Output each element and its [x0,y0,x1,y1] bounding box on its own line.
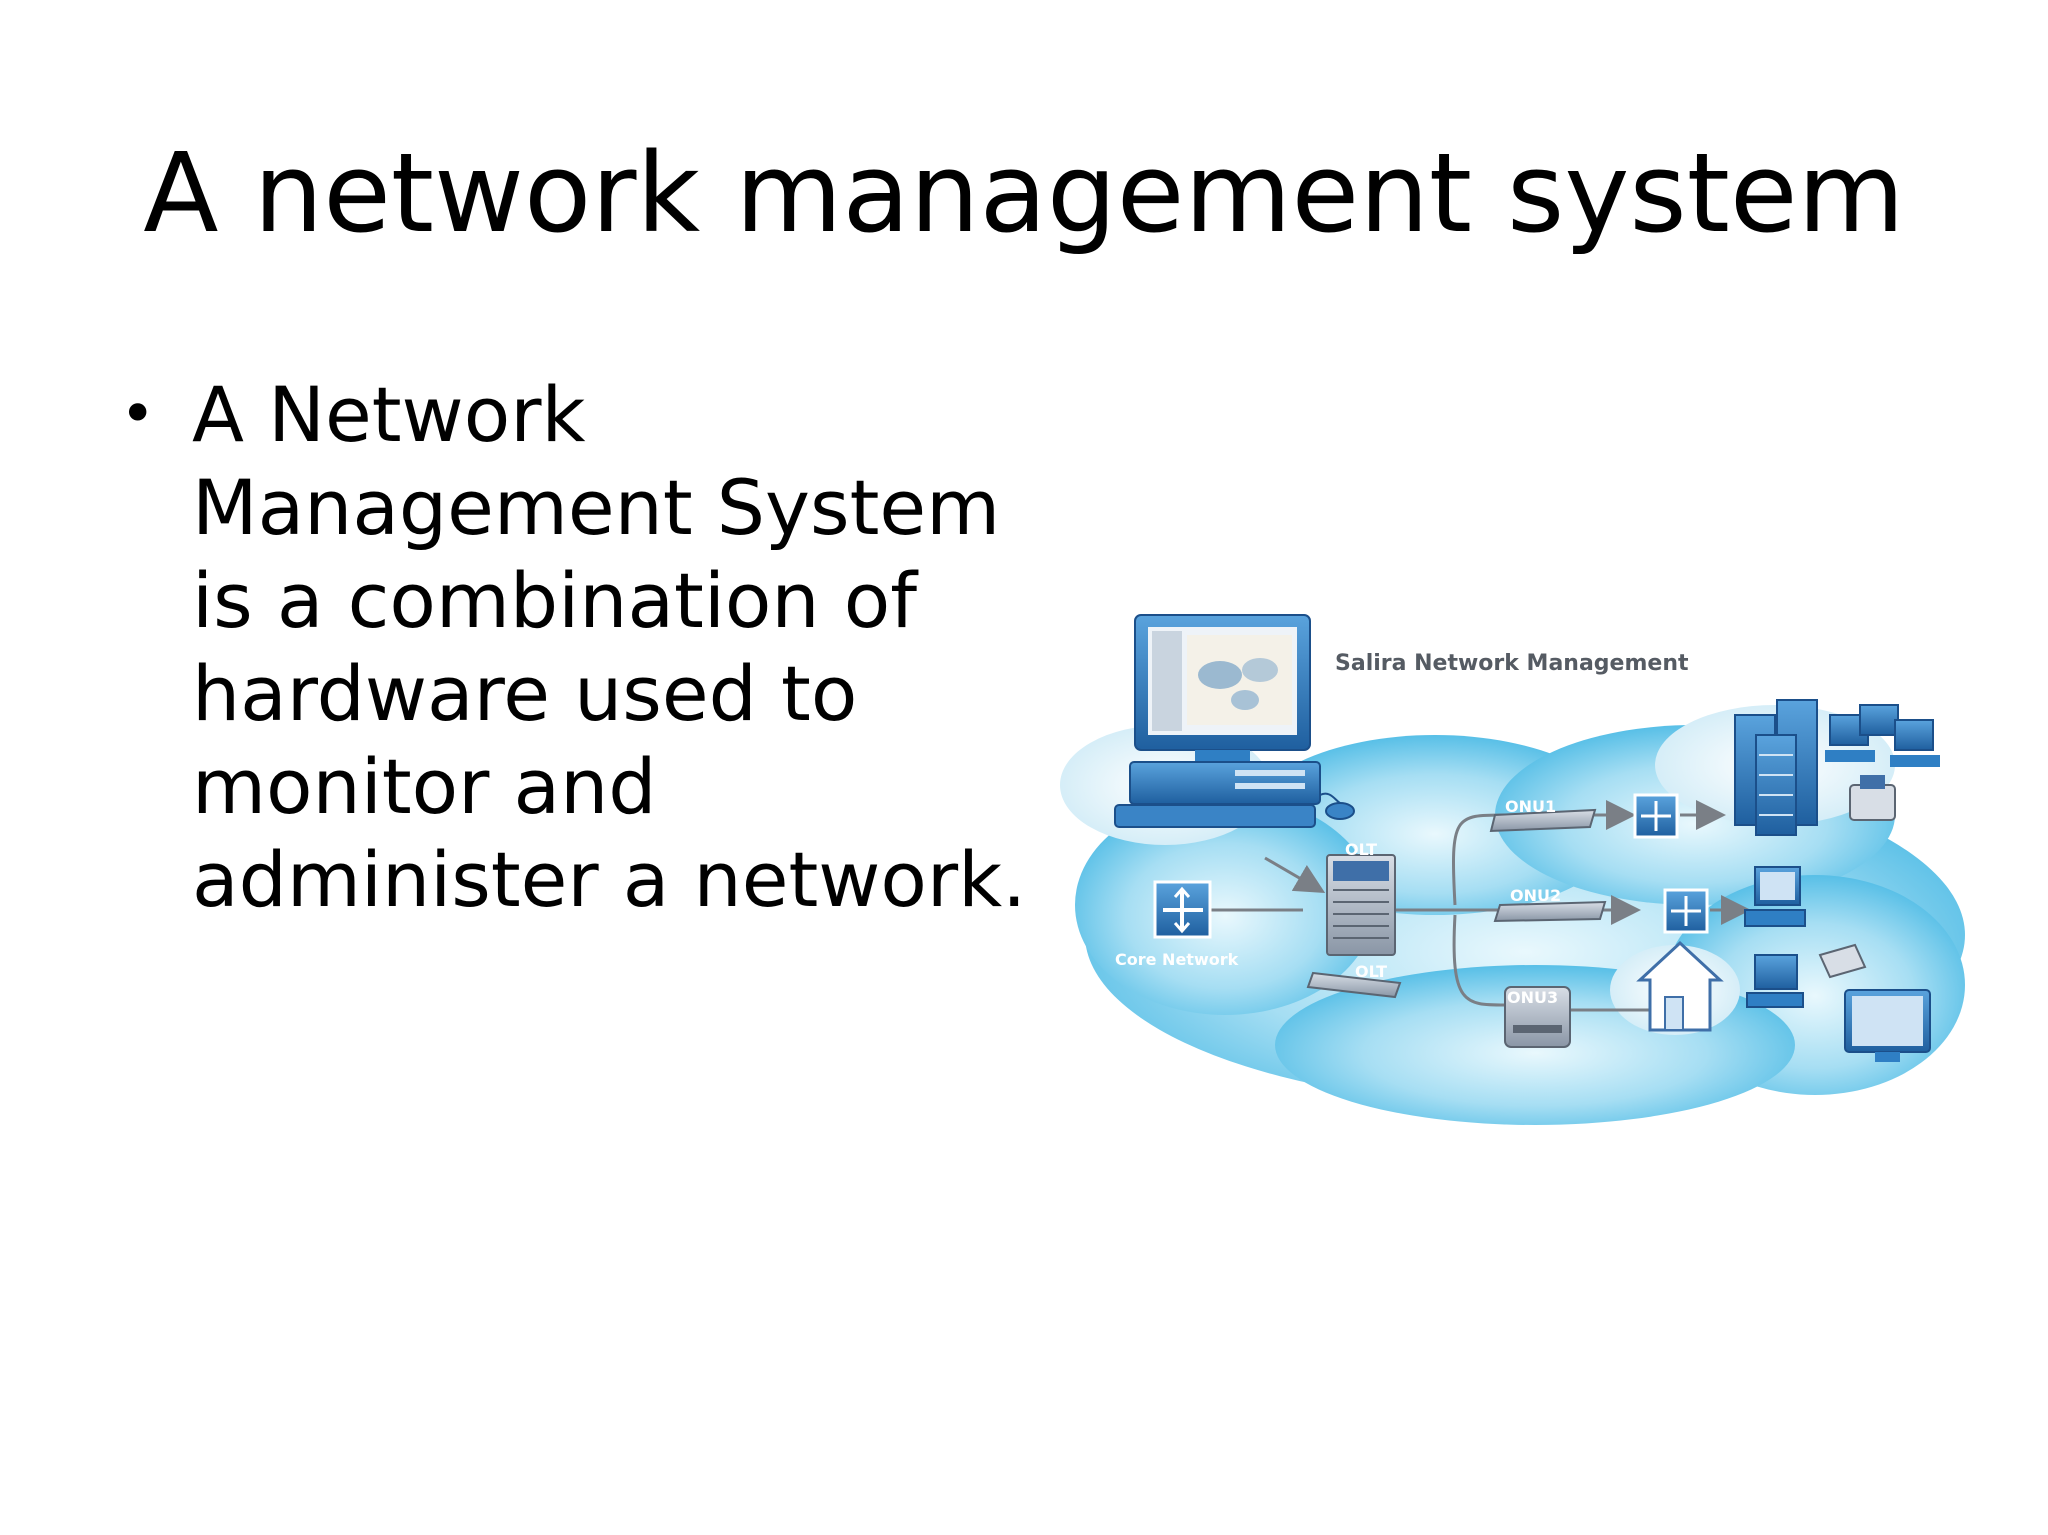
page-title: A network management system [143,129,1905,257]
onu2-label: ONU2 [1510,886,1561,905]
olt-bottom-label: OLT [1355,962,1387,981]
desktop-group-icon [1825,704,1940,821]
onu3-device-icon [1504,986,1571,1048]
home-icon [1636,940,1724,1032]
core-switch-icon [1153,880,1212,939]
network-diagram: Salira Network Management [1055,605,1975,1135]
diagram-heading: Salira Network Management [1335,651,1689,676]
olt-rack-icon [1326,854,1396,956]
core-network-label: Core Network [1115,950,1239,969]
olt-top-label: OLT [1345,840,1377,859]
bullet-line: administer a network. [192,835,1027,924]
home-devices-icon [1746,943,1931,1062]
bullet-line: A Network [192,370,586,459]
onu2-device-icon [1493,900,1607,923]
bullet-line: is a combination of [192,556,918,645]
onu3-label: ONU3 [1507,988,1558,1007]
access-switch-2-icon [1663,888,1709,934]
desktop-computer-icon [1744,866,1806,927]
server-stack-icon [1734,699,1818,836]
access-switch-1-icon [1633,793,1679,839]
bullet-line: hardware used to [192,649,858,738]
bullet-icon: • [120,379,156,449]
onu1-device-icon [1489,808,1597,833]
bullet-line: Management System [192,463,1001,552]
bullet-text: A Network Management System is a combina… [192,368,1032,926]
management-computer-icon [1114,614,1355,828]
bullet-line: monitor and [192,742,657,831]
network-diagram-svg: Salira Network Management [1060,614,1965,1125]
olt-unit-icon [1306,971,1402,999]
onu1-label: ONU1 [1505,797,1556,816]
